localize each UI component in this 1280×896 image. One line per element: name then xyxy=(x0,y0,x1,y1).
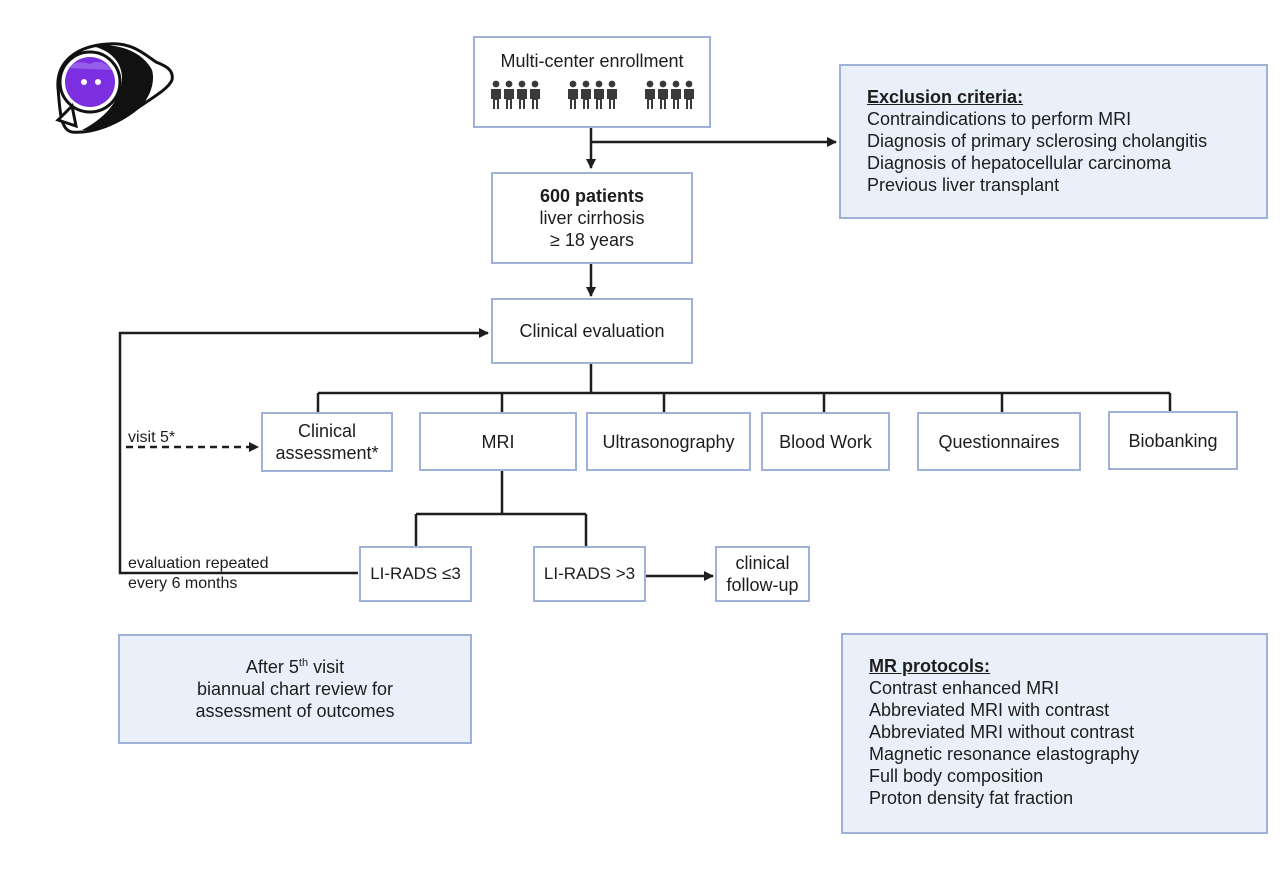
people-group-icon xyxy=(490,80,541,115)
person-icon xyxy=(516,80,528,115)
mr-protocol-item: Contrast enhanced MRI xyxy=(869,678,1060,698)
person-icon xyxy=(593,80,605,115)
blood-work-box: Blood Work xyxy=(761,412,890,471)
followup-line2: follow-up xyxy=(726,575,799,595)
clinical-evaluation-box: Clinical evaluation xyxy=(491,298,693,364)
mr-protocols-box: MR protocols: Contrast enhanced MRI Abbr… xyxy=(841,633,1268,834)
followup-box: clinical follow-up xyxy=(715,546,810,602)
person-icon xyxy=(490,80,502,115)
enrollment-title: Multi-center enrollment xyxy=(500,51,684,71)
repeat-label-line1: evaluation repeated xyxy=(128,555,269,572)
lirads-high-label: LI-RADS >3 xyxy=(543,564,636,583)
after-visit-line1: After 5th visit xyxy=(245,657,345,677)
mr-protocol-item: Proton density fat fraction xyxy=(869,788,1074,808)
repeat-label-line2: every 6 months xyxy=(128,575,238,592)
person-icon xyxy=(644,80,656,115)
after-visit-line3: assessment of outcomes xyxy=(195,701,395,721)
liver-logo xyxy=(55,42,174,134)
person-icon xyxy=(657,80,669,115)
person-icon xyxy=(580,80,592,115)
blood-work-label: Blood Work xyxy=(779,431,872,452)
visit5-label: visit 5* xyxy=(128,429,176,446)
clinical-assessment-box: Clinical assessment* xyxy=(261,412,393,472)
patients-box: 600 patients liver cirrhosis ≥ 18 years xyxy=(491,172,693,264)
enrollment-box: Multi-center enrollment xyxy=(473,36,711,128)
biobanking-label: Biobanking xyxy=(1128,430,1218,451)
mr-protocol-item: Full body composition xyxy=(869,766,1044,786)
person-icon xyxy=(683,80,695,115)
exclusion-criteria-box: Exclusion criteria: Contraindications to… xyxy=(839,64,1268,219)
exclusion-item: Diagnosis of primary sclerosing cholangi… xyxy=(867,131,1208,151)
biobanking-box: Biobanking xyxy=(1108,411,1238,470)
after-visit-box: After 5th visit biannual chart review fo… xyxy=(118,634,472,744)
mr-protocol-item: Abbreviated MRI with contrast xyxy=(869,700,1110,720)
person-icon xyxy=(529,80,541,115)
exclusion-item: Diagnosis of hepatocellular carcinoma xyxy=(867,153,1172,173)
people-group-icon xyxy=(567,80,618,115)
person-icon xyxy=(567,80,579,115)
mr-protocol-item: Abbreviated MRI without contrast xyxy=(869,722,1135,742)
mri-label: MRI xyxy=(481,431,515,452)
patients-age: ≥ 18 years xyxy=(550,230,634,250)
after-visit-line2: biannual chart review for xyxy=(196,679,394,699)
patients-condition: liver cirrhosis xyxy=(539,208,645,228)
questionnaires-box: Questionnaires xyxy=(917,412,1081,471)
lirads-high-box: LI-RADS >3 xyxy=(533,546,646,602)
people-group-icon xyxy=(644,80,695,115)
clinical-evaluation-label: Clinical evaluation xyxy=(519,321,665,341)
people-icons xyxy=(490,80,695,115)
lirads-low-label: LI-RADS ≤3 xyxy=(370,564,461,583)
person-icon xyxy=(606,80,618,115)
exclusion-item: Contraindications to perform MRI xyxy=(867,109,1132,129)
lirads-low-box: LI-RADS ≤3 xyxy=(359,546,472,602)
ultrasonography-label: Ultrasonography xyxy=(602,431,735,452)
mr-protocols-title: MR protocols: xyxy=(869,656,990,676)
questionnaires-label: Questionnaires xyxy=(938,431,1060,452)
clinical-assessment-line2: assessment* xyxy=(275,443,379,463)
repeat-loop-line xyxy=(118,328,489,575)
patients-count: 600 patients xyxy=(539,186,645,206)
exclusion-item: Previous liver transplant xyxy=(867,175,1060,195)
person-icon xyxy=(670,80,682,115)
ultrasonography-box: Ultrasonography xyxy=(586,412,751,471)
followup-line1: clinical xyxy=(735,553,790,573)
exclusion-title: Exclusion criteria: xyxy=(867,87,1024,107)
mri-box: MRI xyxy=(419,412,577,471)
clinical-assessment-line1: Clinical xyxy=(297,421,357,441)
mr-protocol-item: Magnetic resonance elastography xyxy=(869,744,1140,764)
person-icon xyxy=(503,80,515,115)
